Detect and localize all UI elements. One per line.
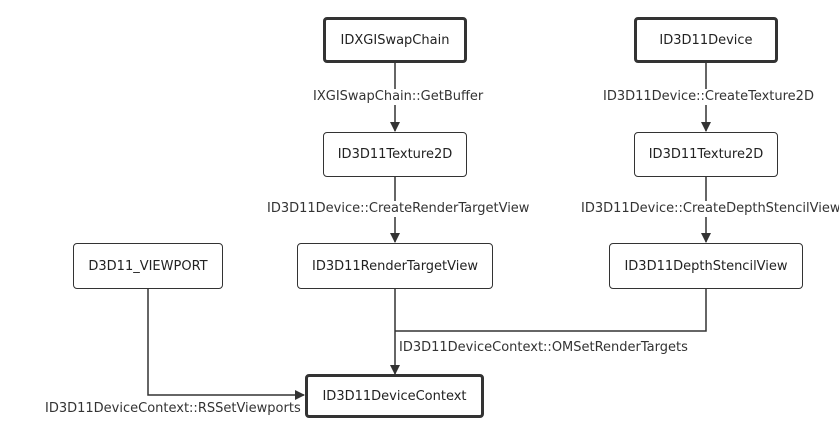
edge-label-create-dsv: ID3D11Device::CreateDepthStencilView [580,201,839,217]
node-label: D3D11_VIEWPORT [88,258,208,274]
node-id3d11texture2d-left: ID3D11Texture2D [323,132,467,177]
node-label: ID3D11DepthStencilView [624,258,788,274]
node-d3d11-viewport: D3D11_VIEWPORT [73,243,223,289]
edge-label-rs-set-viewports: ID3D11DeviceContext::RSSetViewports [44,401,302,417]
node-label: IDXGISwapChain [340,32,450,48]
node-label: ID3D11Device [659,32,753,48]
edge-label-create-rtv: ID3D11Device::CreateRenderTargetView [266,201,531,217]
node-id3d11device: ID3D11Device [634,17,778,63]
edge-dsv-join-line [395,289,707,332]
edge-label-get-buffer: IXGISwapChain::GetBuffer [312,89,485,105]
node-label: ID3D11RenderTargetView [311,258,479,274]
node-id3d11devicecontext: ID3D11DeviceContext [305,374,484,418]
node-label: ID3D11Texture2D [648,147,764,162]
edge-rs-set-viewports-line [147,289,305,400]
node-label: ID3D11DeviceContext [322,388,467,404]
edge-label-create-texture: ID3D11Device::CreateTexture2D [602,89,815,105]
node-id3d11rendertargetview: ID3D11RenderTargetView [297,243,493,289]
node-id3d11depthstencilview: ID3D11DepthStencilView [609,243,803,289]
edge-label-om-set-render-targets: ID3D11DeviceContext::OMSetRenderTargets [398,340,689,356]
node-id3d11texture2d-right: ID3D11Texture2D [634,132,778,177]
node-idxgiswapchain: IDXGISwapChain [323,17,467,63]
node-label: ID3D11Texture2D [337,147,453,162]
